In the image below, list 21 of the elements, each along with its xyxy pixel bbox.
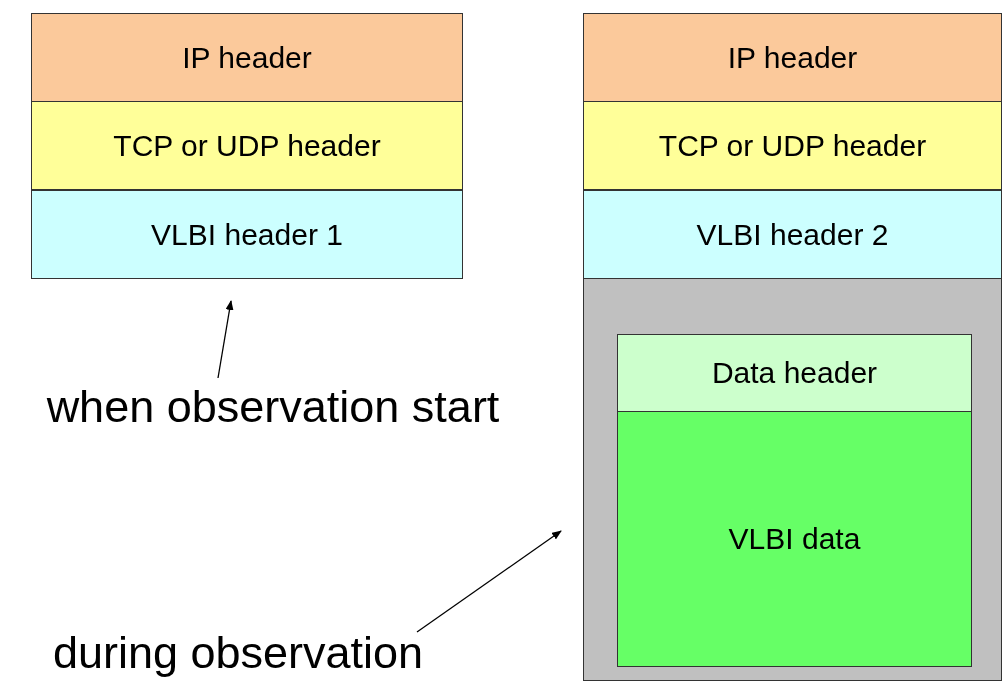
header-box	[31, 190, 463, 279]
header-box	[31, 101, 463, 190]
caption-text: during observation	[52, 629, 424, 675]
header-label: IP header	[182, 40, 312, 75]
header-label: Data header	[711, 356, 878, 390]
arrow	[217, 300, 234, 379]
header-label: TCP or UDP header	[113, 128, 381, 163]
caption-text: when observation start	[46, 383, 500, 429]
header-label: IP header	[727, 40, 858, 75]
header-label: VLBI header 2	[696, 217, 889, 252]
data-box	[617, 411, 972, 667]
arrow	[416, 530, 562, 633]
header-label: TCP or UDP header	[658, 128, 927, 163]
header-box	[31, 13, 463, 102]
payload-area	[583, 278, 1002, 681]
header-box	[583, 190, 1002, 279]
header-box	[617, 334, 972, 412]
header-box	[583, 13, 1002, 102]
header-box	[583, 101, 1002, 190]
header-label: VLBI data	[728, 522, 861, 556]
header-label: VLBI header 1	[151, 217, 343, 252]
